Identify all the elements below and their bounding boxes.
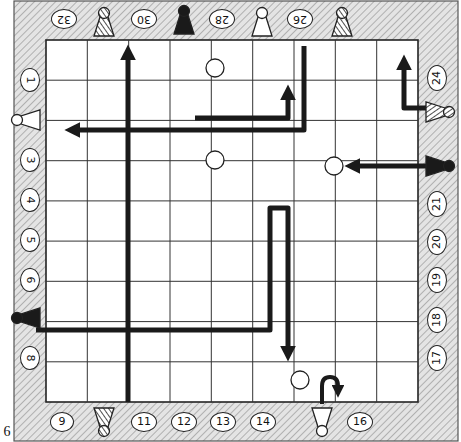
space-number: 3 bbox=[20, 148, 40, 172]
space-number: 11 bbox=[131, 412, 157, 432]
move-arrows bbox=[36, 46, 438, 404]
space-number: 1 bbox=[20, 68, 40, 92]
space-number: 6 bbox=[20, 268, 40, 292]
space-number: 30 bbox=[131, 9, 157, 29]
space-number: 12 bbox=[171, 412, 197, 432]
space-number: 17 bbox=[427, 345, 447, 371]
space-number: 21 bbox=[427, 191, 447, 217]
space-number: 5 bbox=[20, 228, 40, 252]
space-number: 13 bbox=[210, 412, 236, 432]
space-number: 9 bbox=[50, 412, 74, 432]
moon-markers bbox=[206, 59, 343, 389]
space-number: 18 bbox=[427, 307, 447, 333]
space-number: 8 bbox=[20, 346, 40, 370]
space-number: 28 bbox=[209, 9, 235, 29]
figure-number: 6 bbox=[4, 424, 11, 439]
grid-lines bbox=[46, 40, 418, 402]
space-number: 16 bbox=[347, 412, 373, 432]
space-number: 26 bbox=[287, 9, 313, 29]
space-number: 19 bbox=[427, 267, 447, 293]
space-number: 32 bbox=[51, 9, 77, 29]
space-number: 20 bbox=[427, 229, 447, 255]
space-number: 4 bbox=[20, 188, 40, 212]
board-frame bbox=[14, 1, 458, 441]
pawns bbox=[12, 6, 455, 437]
space-number: 14 bbox=[250, 412, 276, 432]
board-grid bbox=[46, 40, 418, 402]
space-number: 24 bbox=[427, 65, 447, 91]
